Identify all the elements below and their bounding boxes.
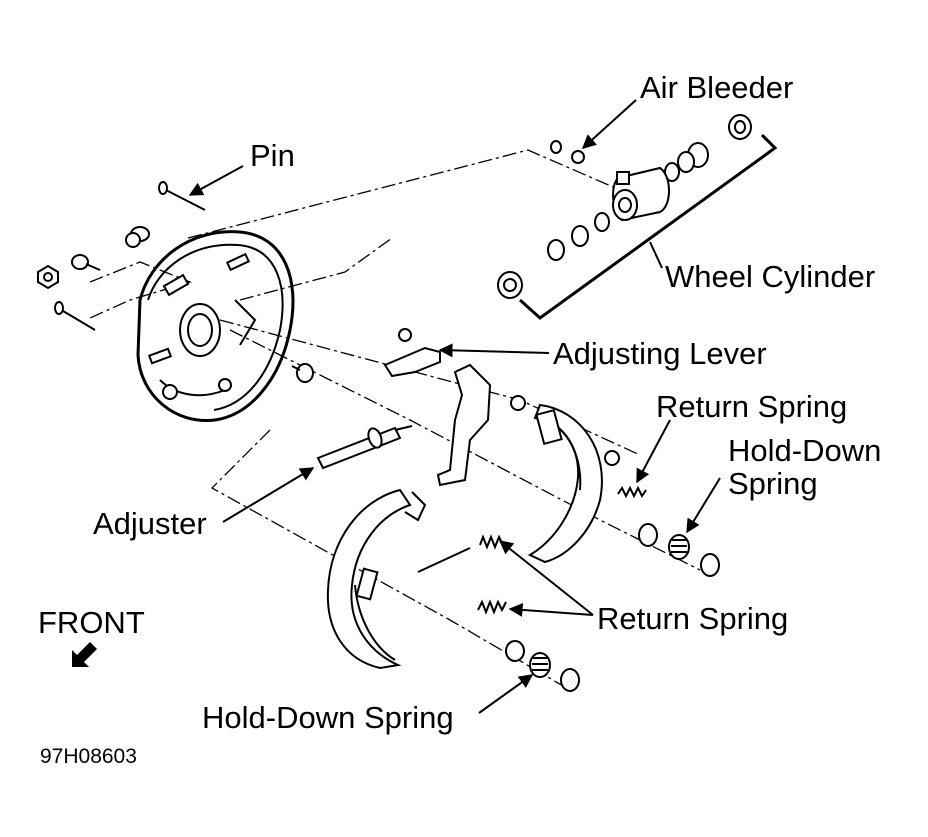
adjusting-lever-part <box>383 328 441 378</box>
return-spring-lower-1 <box>417 534 504 573</box>
return-spring-lower-2 <box>477 599 507 615</box>
pin-label: Pin <box>250 138 295 173</box>
pin-part <box>158 181 206 211</box>
parking-lever-part <box>436 363 492 487</box>
wheel-cylinder-bracket <box>518 133 778 320</box>
adjuster-part <box>316 425 413 470</box>
front-brake-shoe <box>326 488 427 670</box>
hold-down-spring-bottom <box>505 640 580 692</box>
leader-arrows <box>188 99 721 714</box>
adjuster-label: Adjuster <box>93 506 207 541</box>
hold-down-spring-right-label-line2: Spring <box>728 466 818 501</box>
bolt-parts <box>37 226 314 383</box>
backing-plate <box>136 230 295 423</box>
figure-code: 97H08603 <box>40 745 137 768</box>
return-spring-top-label: Return Spring <box>656 389 848 424</box>
front-label: FRONT <box>38 605 145 640</box>
alignment-lines <box>89 149 701 691</box>
wheel-cylinder-label: Wheel Cylinder <box>665 259 876 294</box>
arrow-down-left-icon <box>72 642 97 667</box>
adjusting-lever-label: Adjusting Lever <box>553 336 767 371</box>
return-spring-bottom-label: Return Spring <box>597 601 789 636</box>
wheel-cylinder-parts <box>497 114 752 299</box>
return-spring-upper <box>617 485 647 499</box>
rear-brake-shoe <box>510 395 620 564</box>
lower-pin-part <box>54 301 96 331</box>
air-bleeder-label: Air Bleeder <box>640 70 794 105</box>
hold-down-spring-bottom-label: Hold-Down Spring <box>202 700 454 735</box>
hold-down-spring-right <box>638 523 720 577</box>
hold-down-spring-right-label-line1: Hold-Down <box>728 433 882 468</box>
